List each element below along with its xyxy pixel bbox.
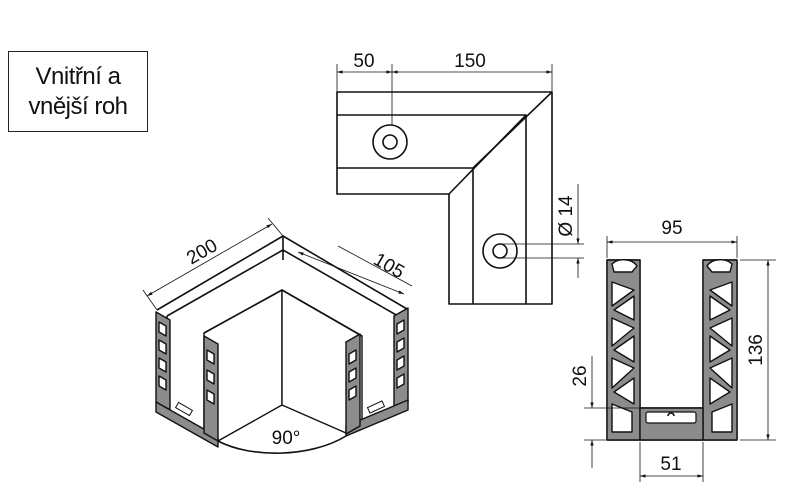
- dim-51: 51: [660, 454, 681, 475]
- hole-2-outer: [482, 233, 518, 269]
- angle-90: 90°: [272, 428, 301, 449]
- iso-right-profile: [345, 307, 409, 437]
- dim-hole-diameter: Ø 14: [556, 195, 577, 237]
- iso-left-profile: [155, 311, 219, 448]
- hole-1-inner: [382, 134, 398, 150]
- dim-95: 95: [661, 218, 682, 239]
- top-view: 50 150 Ø 14: [336, 51, 584, 305]
- dim-50: 50: [353, 51, 374, 72]
- dim-26: 26: [570, 365, 591, 386]
- iso-view: 200 105 90°: [142, 217, 413, 454]
- dim-136: 136: [746, 334, 767, 366]
- hole-2-inner: [492, 243, 508, 259]
- title-box: Vnitřní a vnější roh: [8, 51, 148, 132]
- dim-200: 200: [183, 235, 221, 269]
- dim-150: 150: [454, 51, 486, 72]
- hole-1-outer: [372, 124, 408, 160]
- top-view-inner-rail-2: [337, 167, 474, 304]
- section-view: 95 136 51 26: [570, 218, 776, 482]
- title-line-2: vnější roh: [28, 92, 128, 120]
- title-line-1: Vnitřní a: [35, 62, 121, 90]
- dim-105: 105: [370, 249, 408, 283]
